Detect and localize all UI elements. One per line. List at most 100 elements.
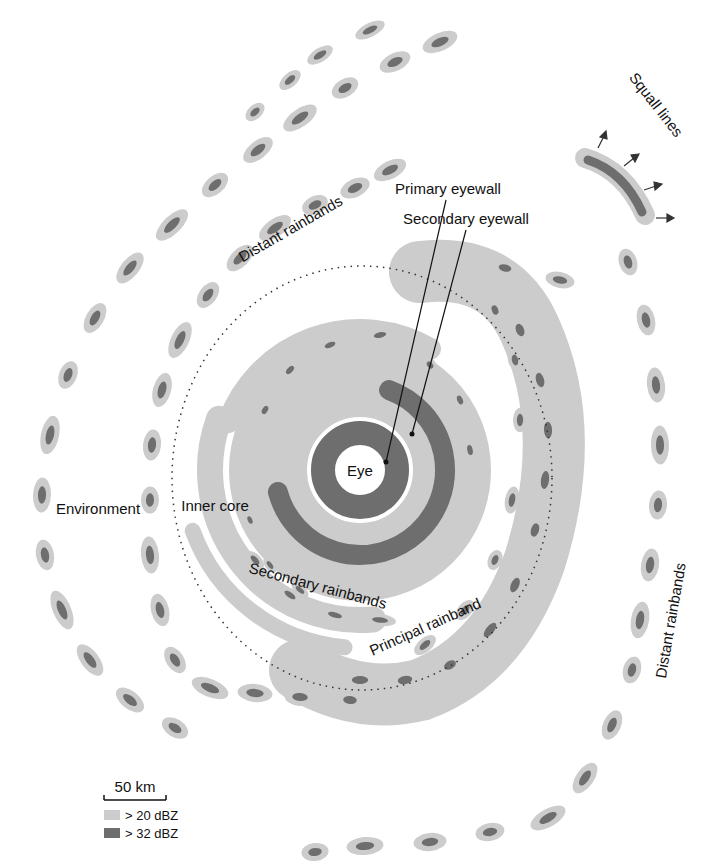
convective-core (442, 658, 457, 671)
convective-core (168, 652, 183, 669)
convective-core (62, 367, 75, 383)
callout-label: Primary eyewall (395, 181, 501, 196)
squall-line (585, 158, 645, 215)
legend-swatch (104, 810, 120, 820)
convective-core (312, 49, 328, 62)
convective-core (645, 556, 656, 574)
rainband-cell (363, 612, 396, 627)
rainband-cell (255, 399, 275, 420)
rainband-cell (523, 514, 548, 545)
convective-core (249, 141, 268, 158)
rainband-cell (158, 713, 192, 743)
rainband-cell (139, 536, 160, 574)
convective-core (605, 716, 619, 733)
convective-core (544, 422, 553, 439)
convective-core (622, 254, 634, 269)
rainband-cell (538, 413, 558, 447)
rainband-cell (189, 672, 232, 703)
convective-core (540, 470, 550, 489)
rainband-cell (376, 47, 413, 78)
principal-rainband (300, 271, 554, 695)
rainband-cell (645, 367, 667, 404)
convective-core (372, 616, 388, 623)
convective-core (466, 444, 473, 455)
convective-core (386, 55, 404, 69)
rainband-cell (485, 548, 506, 572)
rainband-cell (598, 707, 627, 743)
convective-core (653, 497, 662, 512)
legend-text: > 32 dBZ (125, 827, 178, 840)
convective-core (481, 621, 498, 640)
rainband-cell (141, 429, 162, 462)
moat (310, 420, 410, 520)
convective-core (147, 437, 157, 453)
convective-core (337, 81, 354, 95)
rainband-cell (337, 173, 373, 202)
scale-bar (165, 795, 167, 800)
scale-bar (104, 799, 166, 801)
rainband-cell (192, 278, 224, 312)
inner-core-echo (268, 378, 452, 562)
scale-bar (103, 795, 105, 800)
rainband-cell (197, 168, 232, 202)
rainband-cell (474, 820, 506, 843)
convective-core (121, 258, 139, 277)
legend-swatch (104, 828, 120, 838)
rainband-cell (491, 257, 519, 278)
rainband-cell (32, 477, 51, 513)
convective-core (146, 493, 154, 507)
convective-core (246, 688, 264, 698)
convective-core (514, 323, 526, 338)
convective-core (421, 837, 438, 847)
rainband-cell (46, 588, 79, 633)
region-label: Distant rainbands (652, 561, 687, 679)
convective-core (626, 662, 637, 677)
radar-echoes (32, 17, 669, 863)
rainband-cell (279, 99, 321, 136)
convective-core (508, 576, 522, 593)
rainband-cell (346, 835, 384, 856)
convective-core (292, 692, 308, 701)
leader-dot (384, 460, 389, 465)
convective-core (283, 73, 297, 86)
rainband-cell (151, 204, 193, 246)
rainband-cell (485, 298, 505, 321)
rainband-cell (506, 348, 525, 372)
rainband-cell (413, 831, 448, 853)
rainband-cell (242, 99, 268, 124)
callout-label: Secondary eyewall (403, 211, 529, 226)
convective-core (498, 263, 512, 273)
convective-core (430, 35, 450, 50)
convective-core (552, 275, 568, 285)
rainband-cell (639, 547, 662, 582)
rainband-cell (527, 363, 552, 396)
rainband-cell (648, 490, 668, 521)
convective-core (154, 601, 166, 619)
convective-core (87, 309, 102, 327)
rainband-cell (239, 132, 278, 168)
rainband-cell (163, 319, 196, 362)
motion-arrows (598, 131, 674, 222)
convective-core (634, 610, 645, 630)
rainband-cell (651, 425, 670, 464)
rainband-cell (317, 335, 342, 354)
rainband-cell (304, 41, 336, 68)
principal-rainband (500, 300, 560, 460)
leader-dot (410, 432, 415, 437)
convective-core (534, 372, 546, 388)
rainband-cell (568, 758, 603, 797)
convective-core (260, 405, 269, 415)
inner-core-boundary (172, 266, 552, 690)
rainband-cell (237, 682, 274, 703)
convective-core (529, 522, 541, 537)
convective-core (490, 554, 500, 566)
convective-core (290, 109, 311, 127)
convective-core (285, 365, 296, 376)
convective-core (246, 515, 253, 524)
convective-core (199, 681, 220, 696)
convective-core (145, 545, 155, 564)
region-label: Squall lines (626, 69, 685, 139)
convective-core (308, 847, 322, 857)
rainband-cell (451, 389, 470, 411)
rainband-cell (276, 66, 304, 93)
